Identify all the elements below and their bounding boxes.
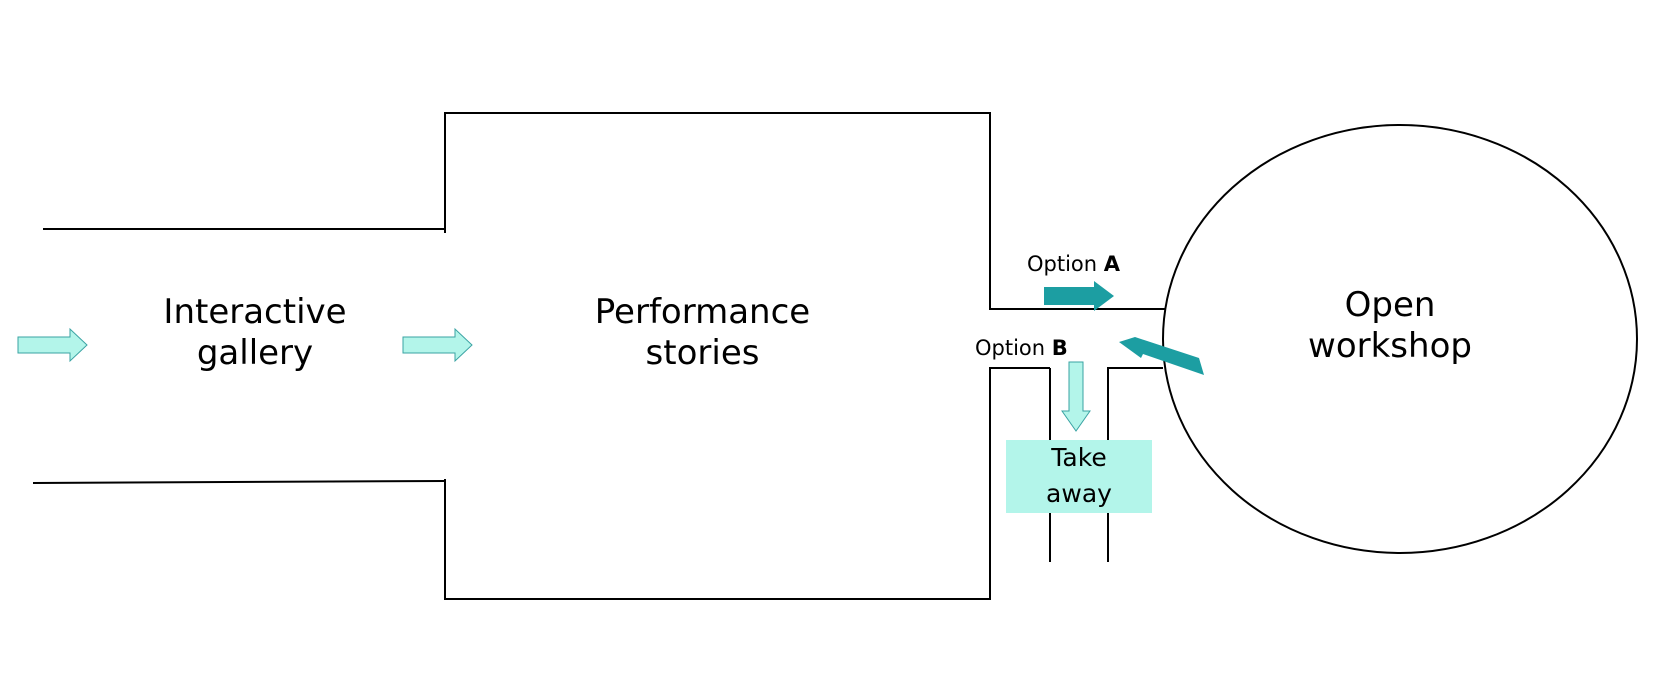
option-b-arrow-icon <box>1119 337 1204 375</box>
option-b-letter: B <box>1051 336 1068 360</box>
interactive-gallery-line1: Interactive <box>163 292 347 332</box>
open-workshop-room <box>1162 124 1638 554</box>
takeaway-label: Take away <box>1006 440 1152 512</box>
interactive-gallery-label: Interactive gallery <box>150 292 360 374</box>
option-a-prefix: Option <box>1027 252 1104 276</box>
open-workshop-line1: Open <box>1344 285 1436 325</box>
gallery-bottom-wall <box>32 480 446 484</box>
performance-stories-line2: stories <box>645 332 760 373</box>
open-workshop-line2: workshop <box>1308 325 1472 366</box>
interactive-gallery-line2: gallery <box>196 332 314 373</box>
option-a-letter: A <box>1103 252 1121 276</box>
option-b-prefix: Option <box>975 336 1052 360</box>
takeaway-box <box>1006 440 1152 513</box>
flow-arrow-right-icon <box>17 327 88 363</box>
option-a-label: Option A <box>1027 252 1120 277</box>
option-b-label: Option B <box>975 336 1068 361</box>
flow-arrow-right-icon <box>402 327 473 363</box>
takeaway-line1: Take <box>1051 443 1107 472</box>
performance-room-top-wall <box>444 112 1165 310</box>
flow-arrow-down-icon <box>1061 361 1091 432</box>
performance-room-bottom-wall <box>444 367 1050 600</box>
performance-stories-label: Performance stories <box>580 292 825 374</box>
takeaway-line2: away <box>1046 479 1112 508</box>
open-workshop-label: Open workshop <box>1290 285 1490 367</box>
option-a-arrow-icon <box>1044 281 1114 311</box>
performance-stories-line1: Performance <box>594 292 811 332</box>
